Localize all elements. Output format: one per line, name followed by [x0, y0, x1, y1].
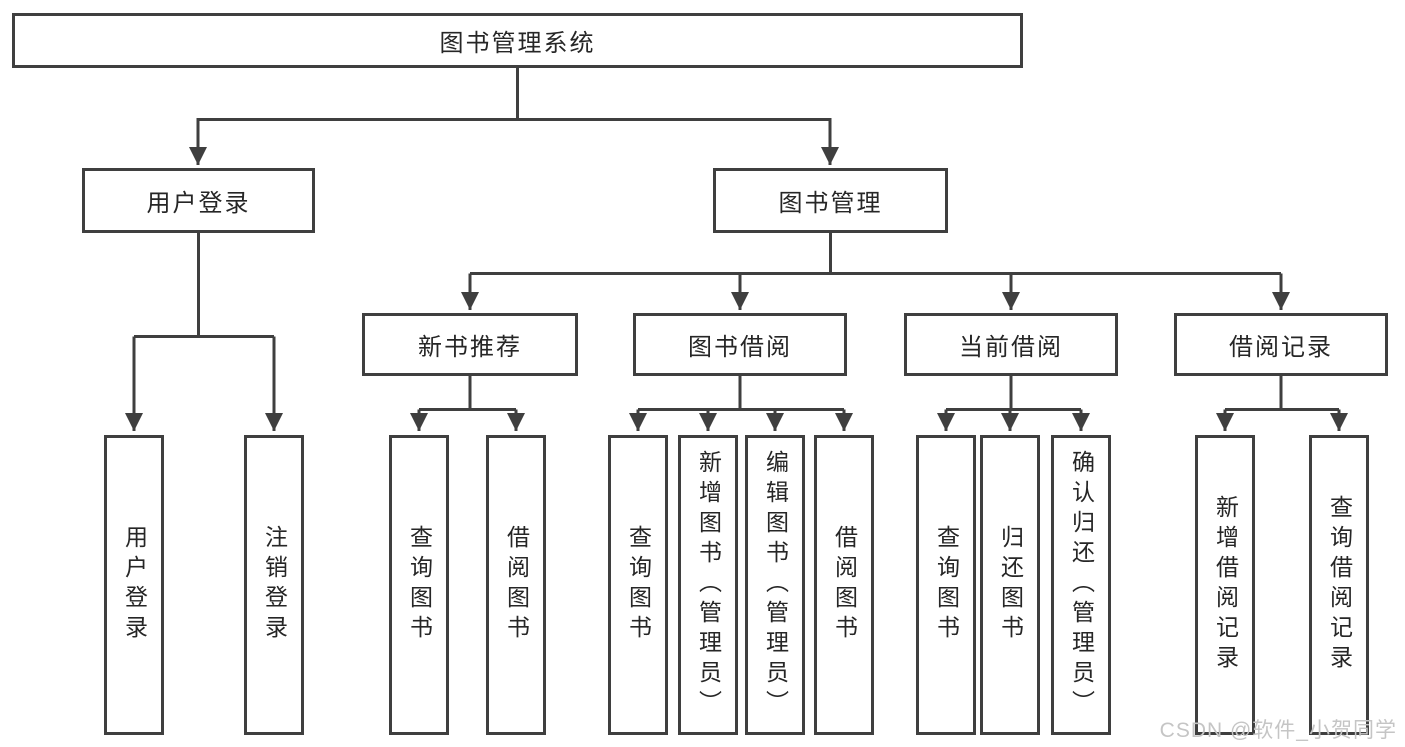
node-book-borrow: 图书借阅 — [633, 313, 847, 376]
leaf-logout-label: 注销登录 — [261, 525, 288, 645]
leaf-borrow-book-1: 借阅图书 — [486, 435, 546, 735]
leaf-query-book-2-label: 查询图书 — [625, 525, 652, 645]
node-current-borrow-label: 当前借阅 — [959, 334, 1063, 361]
leaf-user-login: 用户登录 — [104, 435, 164, 735]
leaf-query-book-3: 查询图书 — [916, 435, 976, 735]
node-new-book-recommend-label: 新书推荐 — [418, 334, 522, 361]
leaf-return-book: 归还图书 — [980, 435, 1040, 735]
watermark: CSDN @软件_小贺同学 — [1159, 719, 1397, 742]
leaf-add-book-admin: 新增图书（管理员） — [678, 435, 738, 735]
leaf-query-book-2: 查询图书 — [608, 435, 668, 735]
node-user-login-label: 用户登录 — [146, 190, 251, 217]
node-book-management: 图书管理 — [713, 168, 948, 233]
leaf-borrow-book-1-label: 借阅图书 — [503, 525, 530, 645]
node-root: 图书管理系统 — [12, 13, 1023, 68]
leaf-borrow-book-2-label: 借阅图书 — [831, 525, 858, 645]
node-book-management-label: 图书管理 — [778, 190, 883, 217]
leaf-query-book-1-label: 查询图书 — [406, 525, 433, 645]
leaf-confirm-return-admin: 确认归还（管理员） — [1051, 435, 1111, 735]
leaf-confirm-return-admin-label: 确认归还（管理员） — [1068, 450, 1095, 720]
node-book-borrow-label: 图书借阅 — [688, 334, 792, 361]
leaf-add-book-admin-label: 新增图书（管理员） — [695, 450, 722, 720]
leaf-add-borrow-record-label: 新增借阅记录 — [1212, 495, 1239, 675]
leaf-return-book-label: 归还图书 — [997, 525, 1024, 645]
leaf-edit-book-admin: 编辑图书（管理员） — [745, 435, 805, 735]
leaf-query-book-3-label: 查询图书 — [933, 525, 960, 645]
node-borrow-record: 借阅记录 — [1174, 313, 1388, 376]
node-current-borrow: 当前借阅 — [904, 313, 1118, 376]
leaf-query-borrow-record: 查询借阅记录 — [1309, 435, 1369, 735]
node-user-login: 用户登录 — [82, 168, 315, 233]
node-root-label: 图书管理系统 — [439, 30, 596, 57]
leaf-query-book-1: 查询图书 — [389, 435, 449, 735]
node-new-book-recommend: 新书推荐 — [362, 313, 578, 376]
leaf-user-login-label: 用户登录 — [121, 525, 148, 645]
leaf-edit-book-admin-label: 编辑图书（管理员） — [762, 450, 789, 720]
leaf-logout: 注销登录 — [244, 435, 304, 735]
leaf-add-borrow-record: 新增借阅记录 — [1195, 435, 1255, 735]
leaf-query-borrow-record-label: 查询借阅记录 — [1326, 495, 1353, 675]
node-borrow-record-label: 借阅记录 — [1229, 334, 1333, 361]
leaf-borrow-book-2: 借阅图书 — [814, 435, 874, 735]
